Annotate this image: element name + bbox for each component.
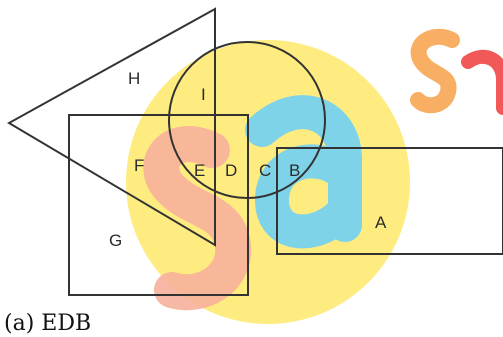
square-outline [68, 114, 249, 296]
label-E: E [194, 161, 205, 180]
watermark-blue-a [245, 95, 362, 249]
watermark-salmon-s [143, 126, 252, 311]
label-C: C [259, 161, 271, 180]
circle-outline [168, 41, 326, 199]
set-outlines [6, 7, 503, 296]
triangle-outline [6, 7, 216, 247]
label-A: A [375, 213, 387, 232]
label-I: I [201, 85, 206, 104]
rectangle-outline [276, 147, 503, 255]
watermark-orange-s [410, 28, 460, 114]
region-labels: H I F E D C B A G [109, 69, 387, 250]
label-B: B [289, 161, 300, 180]
label-H: H [128, 69, 140, 88]
label-F: F [134, 156, 144, 175]
label-D: D [225, 161, 237, 180]
label-G: G [109, 231, 122, 250]
option-caption: (a) EDB [4, 311, 91, 336]
watermark-red-a [461, 49, 503, 115]
